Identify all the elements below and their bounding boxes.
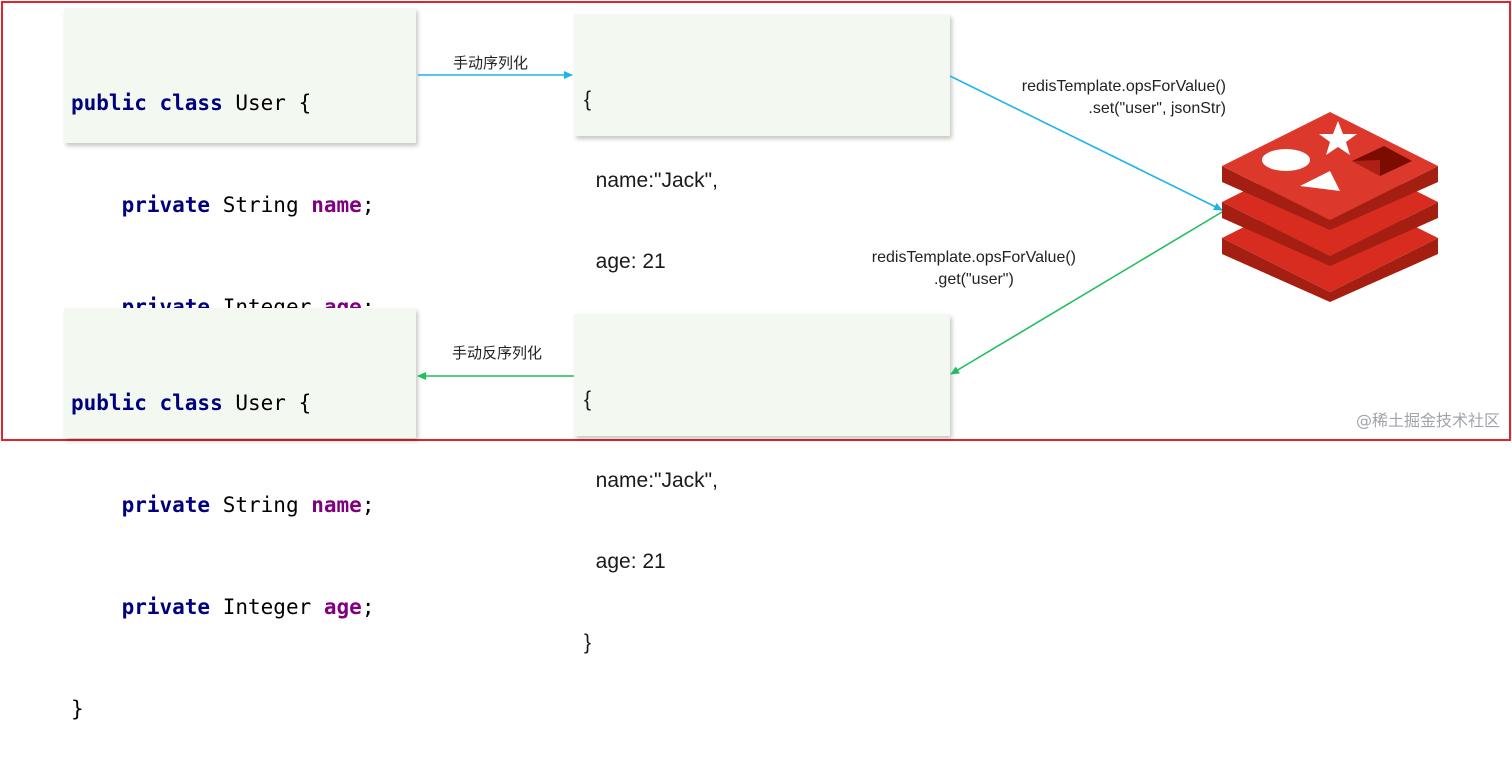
get-call-line1: redisTemplate.opsForValue() <box>871 249 1076 266</box>
keyword: private <box>121 493 211 517</box>
code-line-name-field: private String name; <box>71 188 416 222</box>
diagram-overlay <box>417 71 1438 380</box>
code-line-class-decl: public class User { <box>71 386 416 420</box>
json-string-top: { name:"Jack", age: 21 } <box>574 14 950 354</box>
deserialize-label: 手动反序列化 <box>452 344 543 362</box>
set-call-line2: .set("user", jsonStr) <box>1088 100 1226 117</box>
code-line-age-field: private Integer age; <box>71 590 416 624</box>
redis-set-call: redisTemplate.opsForValue() .set("user",… <box>1022 76 1226 120</box>
keyword: public class <box>71 391 223 415</box>
code-line-class-decl: public class User { <box>71 86 416 120</box>
keyword: public class <box>71 91 223 115</box>
code-text: ; <box>361 193 375 217</box>
set-call-line1: redisTemplate.opsForValue() <box>1021 78 1226 95</box>
json-line: { <box>584 388 592 411</box>
json-line: name:"Jack", <box>584 169 718 192</box>
get-call-line2: .get("user") <box>933 271 1014 288</box>
type-text: String <box>210 193 312 217</box>
code-line-name-field: private String name; <box>71 488 416 522</box>
redis-get-arrow <box>950 211 1223 375</box>
diagram-frame <box>1 1 1511 441</box>
code-text: ; <box>361 493 375 517</box>
redis-get-call: redisTemplate.opsForValue() .get("user") <box>872 247 1076 291</box>
redis-logo-icon <box>1222 112 1438 302</box>
json-line: } <box>584 631 592 654</box>
json-line: { <box>584 88 592 111</box>
json-line: name:"Jack", <box>584 469 718 492</box>
json-line: age: 21 <box>584 250 666 273</box>
type-text: String <box>210 493 312 517</box>
field-name: age <box>323 595 362 619</box>
code-text: User { <box>222 391 312 415</box>
serialize-label: 手动序列化 <box>453 54 529 72</box>
keyword: private <box>121 595 211 619</box>
type-text: Integer <box>210 595 324 619</box>
code-text: ; <box>361 595 375 619</box>
field-name: name <box>311 493 362 517</box>
code-line-close: } <box>71 697 84 721</box>
field-name: name <box>311 193 362 217</box>
keyword: private <box>121 193 211 217</box>
watermark-text: @稀土掘金技术社区 <box>1355 411 1500 430</box>
user-class-code-top: public class User { private String name;… <box>64 8 416 421</box>
redis-set-arrow <box>949 75 1223 211</box>
code-text: User { <box>222 91 312 115</box>
json-line: age: 21 <box>584 550 666 573</box>
